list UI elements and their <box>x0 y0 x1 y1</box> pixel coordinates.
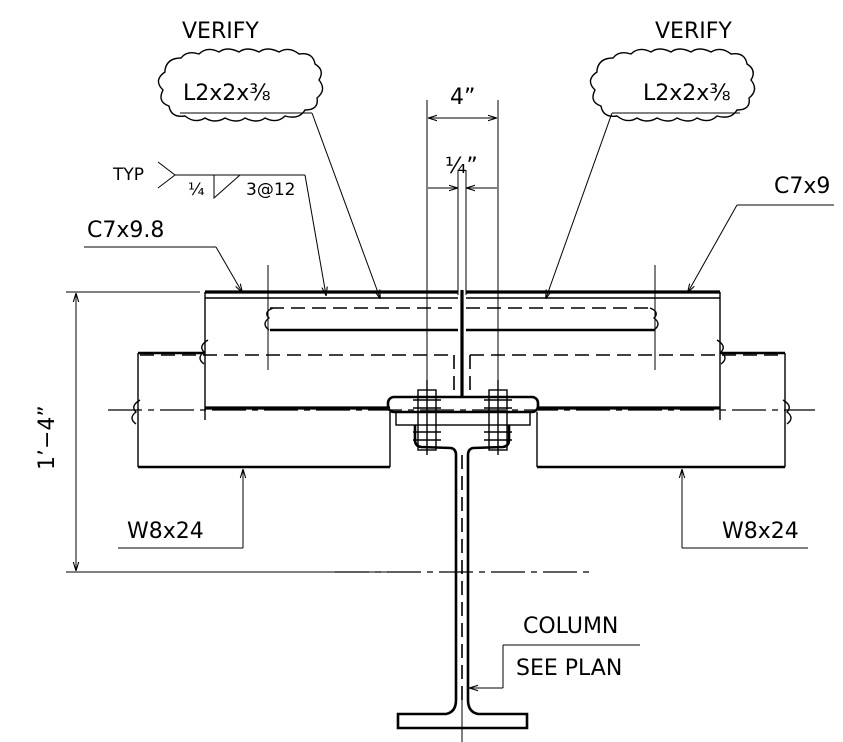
beam-left-text: W8x24 <box>127 519 204 544</box>
weld-typ-label: TYP <box>112 165 144 185</box>
channel-c7x9-8 <box>204 265 458 420</box>
dimension-height-label: 1’−4” <box>35 405 60 470</box>
weld-size-label: ¼ <box>188 180 204 200</box>
break-mark-right-channel <box>649 307 659 331</box>
angle-label-left: L2x2x⅜ <box>183 81 271 106</box>
column-text: COLUMN <box>523 614 618 639</box>
channel-label-left: C7x9.8 <box>84 218 242 292</box>
beam-w8x24-right <box>536 339 792 469</box>
weld-pitch-label: 3@12 <box>246 180 295 200</box>
dimension-quarter-inch: ¼” <box>428 154 497 295</box>
beam-w8x24-left <box>131 339 391 469</box>
gusset-plate <box>453 290 471 398</box>
verify-cloud-left: VERIFY L2x2x⅜ <box>157 19 380 298</box>
dimension-quarter-label: ¼” <box>445 154 478 179</box>
weld-symbol: TYP ¼ 3@12 <box>112 161 326 295</box>
dimension-4in: 4” <box>426 85 499 400</box>
bolt-left <box>413 380 441 455</box>
angle-label-right: L2x2x⅜ <box>643 81 731 106</box>
beam-label-left: W8x24 <box>118 470 243 549</box>
dimension-height: 1’−4” <box>35 291 590 573</box>
channel-c7x9 <box>466 265 721 420</box>
break-mark-left-channel <box>264 307 274 331</box>
channel-left-text: C7x9.8 <box>87 218 164 243</box>
verify-cloud-right: VERIFY L2x2x⅜ <box>546 19 756 298</box>
bolt-right <box>484 380 512 455</box>
beam-right-text: W8x24 <box>722 519 799 544</box>
channel-right-text: C7x9 <box>774 174 830 199</box>
channel-label-right: C7x9 <box>688 174 834 292</box>
dimension-4in-label: 4” <box>450 85 475 110</box>
see-plan-text: SEE PLAN <box>516 656 622 681</box>
cap-plate <box>386 395 540 426</box>
column-w-section <box>396 425 529 742</box>
column-label: COLUMN SEE PLAN <box>470 614 640 688</box>
verify-label-right: VERIFY <box>655 19 732 44</box>
beam-label-right: W8x24 <box>682 470 808 549</box>
verify-label-left: VERIFY <box>182 19 259 44</box>
